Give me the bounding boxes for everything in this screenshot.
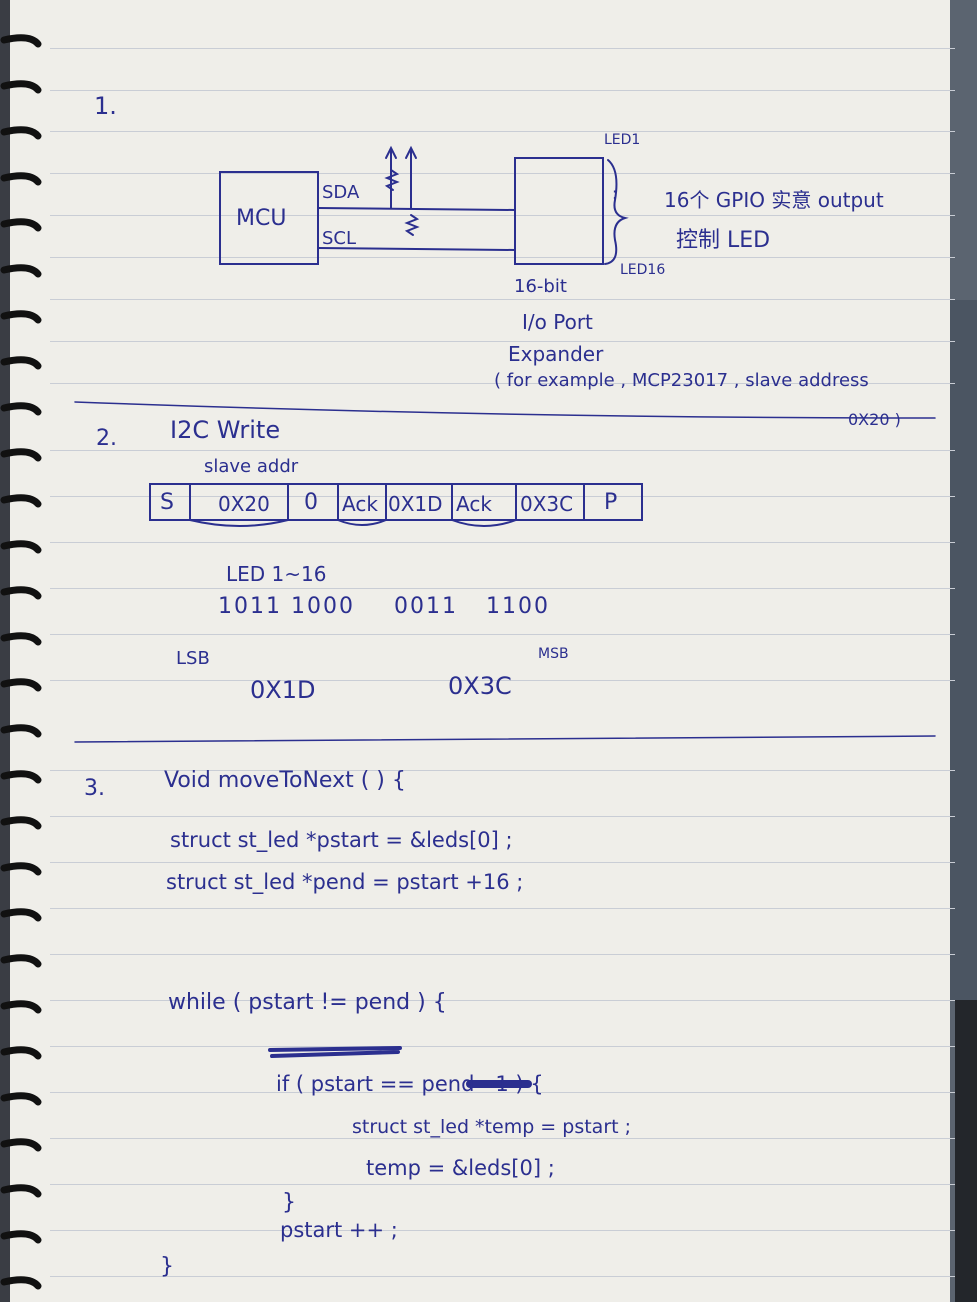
frame-cell-slave-address: 0X20 [218,492,270,516]
bits-byte-1: 1011 1000 [218,594,355,619]
mcu-label: MCU [236,206,287,231]
background-blue-object [948,300,977,1000]
frame-cell-stop: P [604,490,618,515]
frame-cell-ack-2: Ack [456,492,492,516]
code-line-6: struct st_led *temp = pstart ; [352,1116,632,1138]
expander-line-3: Expander [508,342,604,366]
section-1-number: 1. [94,92,117,120]
example-line: ( for example , MCP23017 , slave address [494,370,869,391]
code-line-3: struct st_led *pend = pstart +16 ; [166,870,524,894]
code-line-7: temp = &leds[0] ; [366,1156,555,1180]
slave-addr-label: slave addr [204,456,299,477]
code-line-5: if ( pstart == pend - 1 ) { [276,1072,544,1096]
code-line-10: } [160,1254,174,1279]
bits-byte-2-b: 1100 [486,594,550,619]
note-line-2: 控制 LED [676,228,771,253]
expander-line-2: I/o Port [522,310,593,334]
frame-cell-start: S [160,490,174,515]
section-2-number: 2. [96,426,117,451]
example-address: 0X20 ) [848,410,901,429]
led-range-label: LED 1~16 [226,562,327,586]
expander-line-1: 16-bit [514,276,567,297]
bits-byte-2-a: 0011 [394,594,458,619]
code-line-1: Void moveToNext ( ) { [164,768,406,793]
led-bottom-label: LED16 [620,262,666,278]
sda-label: SDA [322,182,360,203]
led-ellipsis: : [612,184,618,203]
code-line-4: while ( pstart != pend ) { [168,990,447,1015]
background-dark-corner [955,1000,977,1302]
hex-value-1: 0X1D [250,676,316,704]
frame-cell-ack-1: Ack [342,492,378,516]
msb-label: MSB [538,646,569,662]
code-line-8: } [282,1190,296,1215]
frame-cell-data: 0X3C [520,492,574,516]
scl-label: SCL [322,228,357,249]
hex-value-2: 0X3C [448,672,512,700]
code-line-2: struct st_led *pstart = &leds[0] ; [170,828,513,852]
frame-cell-write-bit: 0 [304,490,318,515]
section-3-number: 3. [84,776,105,801]
led-top-label: LED1 [604,132,641,148]
frame-cell-register: 0X1D [388,492,443,516]
section-2-title: I2C Write [170,416,281,444]
lsb-label: LSB [176,648,210,669]
note-line-1: 16个 GPIO 实意 output [664,188,884,212]
code-line-9: pstart ++ ; [280,1218,398,1242]
